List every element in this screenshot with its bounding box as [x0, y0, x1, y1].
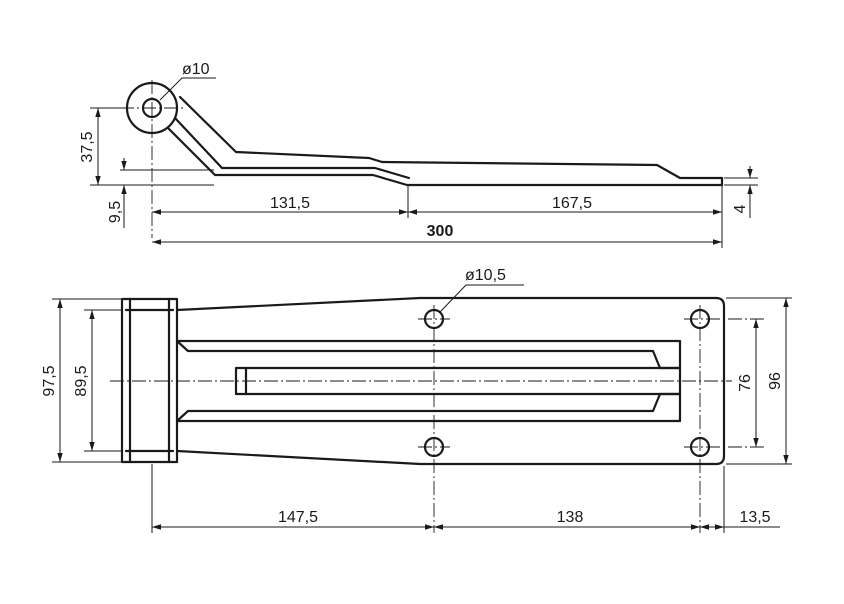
dim-width-leaf-start: 89,5 [73, 365, 90, 396]
dim-offset: 9,5 [107, 201, 124, 223]
top-view: 97,5 89,5 76 96 147,5 138 13,5 ø10,5 [41, 267, 792, 533]
dim-hole-position: 147,5 [278, 509, 318, 526]
dim-hole-spacing-length: 138 [557, 509, 584, 526]
dim-hole-diameter: ø10 [182, 61, 210, 78]
hinge-leaf-top-outline [175, 296, 726, 466]
dim-width-knuckle: 97,5 [41, 365, 58, 396]
dim-height: 37,5 [79, 131, 96, 162]
hinge-knuckle-top [120, 297, 179, 464]
hinge-leaf-inner-bend [173, 116, 411, 180]
dim-length-right: 167,5 [552, 195, 592, 212]
center-rib [234, 366, 682, 396]
dim-hole-spacing: 76 [737, 374, 754, 392]
dim-thickness: 4 [732, 204, 749, 213]
dim-length-total: 300 [427, 223, 454, 240]
bottom-groove [175, 392, 682, 423]
mounting-holes [423, 308, 711, 458]
dim-length-left: 131,5 [270, 195, 310, 212]
dim-width-end: 96 [767, 372, 784, 390]
dim-end-margin: 13,5 [739, 509, 770, 526]
dim-hole-diameter-top: ø10,5 [465, 267, 506, 284]
side-view: 37,5 9,5 4 131,5 167,5 300 ø10 [79, 61, 758, 248]
hinge-leaf-side-profile [166, 95, 724, 187]
top-groove [175, 339, 682, 370]
